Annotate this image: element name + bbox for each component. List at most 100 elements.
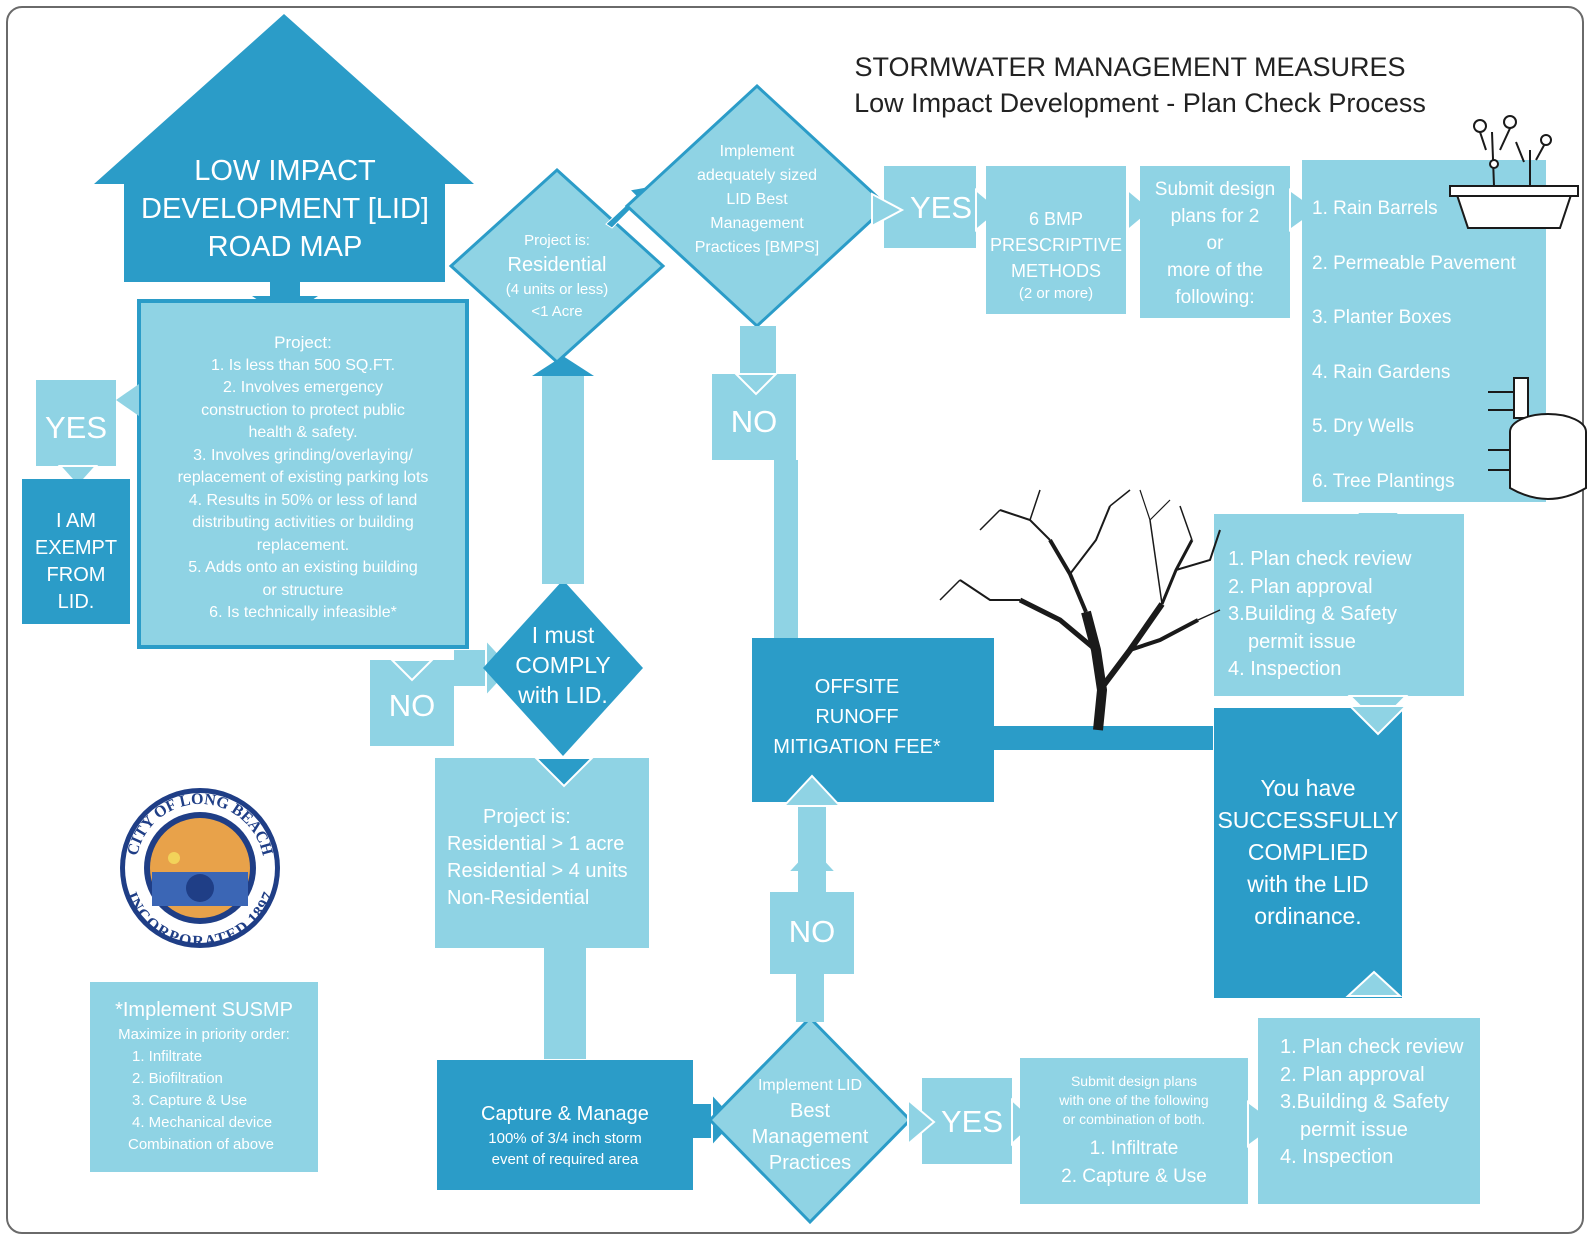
condition-line: 5. Adds onto an existing building: [188, 559, 418, 576]
comply-line: with LID.: [518, 682, 608, 708]
city-seal: CITY OF LONG BEACH INCORPORATED 1897: [120, 788, 280, 951]
implement-lid-line: Implement LID: [757, 1077, 863, 1094]
condition-line: replacement.: [256, 536, 350, 554]
prescriptive-text: 6 BMP PRESCRIPTIVE METHODS (2 or more): [986, 206, 1126, 304]
submit-one-head: Submit design plans: [1070, 1073, 1198, 1089]
residential-large-line: Residential > 1 acre: [447, 833, 625, 855]
implement-lid-line: Best: [789, 1100, 831, 1122]
offsite-success-bar: [994, 726, 1216, 750]
review-bottom-item: permit issue: [1300, 1118, 1408, 1141]
prescriptive-line: (2 or more): [1018, 285, 1094, 302]
offsite-fee-line: MITIGATION FEE*: [773, 736, 941, 758]
submit-two-line: more of the: [1166, 260, 1264, 281]
yes-bottom-arrowhead-in: [907, 1097, 936, 1147]
condition-line: 4. Results in 50% or less of land: [188, 491, 418, 509]
no-bottom-label: NO: [788, 914, 836, 949]
condition-line: or structure: [262, 581, 344, 599]
must-comply-text: I must COMPLY with LID.: [493, 620, 633, 710]
roadmap-line1: LOW IMPACT: [194, 155, 376, 187]
review-top-item: 1. Plan check review: [1228, 548, 1412, 570]
review-top-item: 4. Inspection: [1228, 658, 1342, 680]
submit-one-text: Submit design plans with one of the foll…: [1020, 1072, 1248, 1191]
dry-well-illustration: [1488, 377, 1587, 500]
review-bottom-box: [1258, 1018, 1480, 1204]
arrow-up-head: [532, 356, 594, 376]
comply-line: COMPLY: [515, 652, 611, 678]
offsite-fee-line: OFFSITE: [814, 676, 900, 698]
project-conditions-box: [137, 299, 469, 649]
success-line: COMPLIED: [1247, 839, 1369, 865]
review-bottom-item: 4. Inspection: [1280, 1146, 1394, 1168]
prescriptive-line: METHODS: [1011, 261, 1101, 281]
susmp-item: Combination of above: [128, 1136, 274, 1153]
review-top-item: permit issue: [1248, 630, 1356, 653]
bmp-list: 1. Rain Barrels 2. Permeable Pavement 3.…: [1312, 182, 1552, 509]
arrow-up-bar: [542, 374, 584, 584]
residential-small-line4: <1 Acre: [531, 303, 583, 320]
condition-line: 2. Involves emergency: [222, 379, 384, 396]
residential-capture-bar: [544, 948, 586, 1074]
roadmap-house-shape: [94, 14, 474, 282]
susmp-list: 1. Infiltrate 2. Biofiltration 3. Captur…: [128, 1046, 318, 1156]
review-bottom-item: 2. Plan approval: [1280, 1063, 1425, 1086]
residential-small-diamond-shape: [448, 167, 666, 365]
no-comply-chevron: [389, 659, 435, 682]
exempt-line: I AM: [55, 510, 96, 532]
success-top-chevron: [1347, 705, 1409, 736]
yes-top-shape: [884, 166, 976, 248]
submit-two-line: Submit design: [1154, 179, 1276, 200]
success-text: You have SUCCESSFULLY COMPLIED with the …: [1214, 772, 1402, 932]
yes-bottom-label: YES: [940, 1104, 1004, 1139]
yes-top-label: YES: [909, 190, 973, 225]
planter-illustration: [1449, 115, 1579, 229]
offsite-fee-box: [752, 638, 994, 802]
success-line: with the LID: [1247, 871, 1369, 897]
comply-diamond-shape: [483, 580, 643, 756]
project-conditions-heading: Project:: [274, 333, 332, 352]
residential-large-box: [435, 758, 649, 948]
no-top-label: NO: [730, 404, 778, 439]
implement-bmps-line: Practices [BMPS]: [694, 239, 820, 256]
yes-exempt-down-chevron: [57, 465, 99, 488]
yes-bottom-shape: [922, 1078, 1012, 1164]
prescriptive-line: PRESCRIPTIVE: [989, 235, 1123, 255]
no-top-down-bar: [774, 460, 798, 650]
submit-one-item: 1. Infiltrate: [1089, 1138, 1179, 1159]
capture-lid-bar: [693, 1104, 715, 1138]
submit-one-item: 2. Capture & Use: [1061, 1166, 1207, 1187]
success-line: You have: [1260, 775, 1356, 801]
submit-two-line: following:: [1175, 287, 1255, 308]
susmp-item: 3. Capture & Use: [132, 1092, 248, 1109]
submit-one-box: [1020, 1058, 1248, 1204]
success-box: [1214, 708, 1402, 998]
residential-large-line: Residential > 4 units: [447, 860, 628, 882]
condition-line: replacement of existing parking lots: [177, 469, 429, 486]
prescriptive-line: 6 BMP: [1028, 209, 1084, 229]
residential-large-text: Project is: Residential > 1 acre Residen…: [447, 804, 647, 912]
bmp-list-item: 1. Rain Barrels: [1312, 198, 1438, 219]
implement-lid-line: Management: [751, 1126, 869, 1148]
exempt-line: FROM: [46, 564, 106, 586]
prescriptive-box: [986, 166, 1126, 314]
condition-line: construction to protect public: [201, 401, 405, 419]
yes-top-arrowhead-in: [871, 192, 905, 228]
submit-one-head: with one of the following: [1059, 1092, 1209, 1108]
yes-exempt-shape: [36, 380, 116, 466]
implement-lid-diamond-shape: [707, 1015, 913, 1225]
roadmap-line3: ROAD MAP: [207, 231, 363, 263]
no-bottom-offsite-head: [781, 774, 843, 807]
review-bottom-item: 3.Building & Safety: [1280, 1091, 1449, 1113]
residential-small-line2: Residential: [507, 254, 607, 276]
capture-manage-text: Capture & Manage 100% of 3/4 inch storm …: [437, 1100, 693, 1170]
condition-line: health & safety.: [248, 424, 358, 441]
offsite-fee-line: RUNOFF: [815, 706, 899, 728]
implement-bmps-line: Implement: [719, 143, 795, 160]
susmp-title: *Implement SUSMP: [115, 999, 293, 1021]
condition-line: 3. Involves grinding/overlaying/: [193, 446, 413, 464]
residential-large-line: Non-Residential: [447, 887, 590, 909]
no-top-chevron: [733, 373, 779, 396]
page-title-line2: Low Impact Development - Plan Check Proc…: [854, 88, 1426, 118]
roadmap-line2: DEVELOPMENT [LID]: [141, 193, 429, 225]
capture-manage-line3: event of required area: [491, 1151, 639, 1168]
